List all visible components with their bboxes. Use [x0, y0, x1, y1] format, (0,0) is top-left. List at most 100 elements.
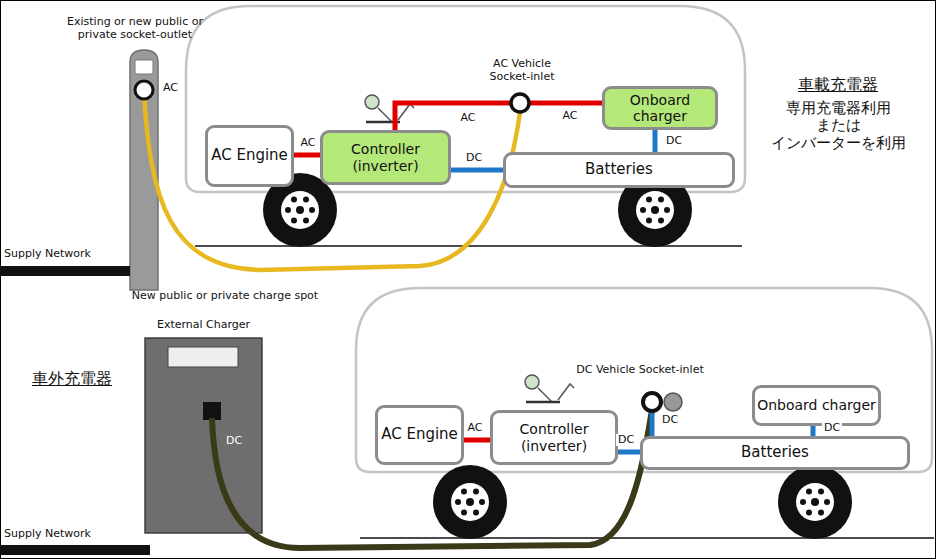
drawing-stroke: [212, 410, 652, 548]
drawing-stroke: [818, 509, 824, 515]
drawing-stroke: [650, 410, 655, 436]
drawing-stroke: [664, 207, 670, 213]
power-wire: [294, 153, 320, 158]
drawing-stroke: [356, 288, 932, 472]
current-type: DC: [662, 414, 678, 427]
drawing-stroke: [309, 207, 315, 213]
component-box: Onboard charger: [752, 385, 881, 426]
drawing-stroke: [365, 95, 414, 122]
drawing-stroke: [291, 217, 297, 223]
component-name: AC Engine: [381, 426, 458, 443]
outlet-caption: Existing or new public or private socket…: [60, 16, 210, 41]
wire-label: DC: [664, 135, 684, 147]
wire-label: DC: [616, 434, 636, 446]
drawing-stroke: [303, 197, 309, 203]
drawing-stroke: [144, 92, 520, 270]
drawing-stroke: [800, 499, 806, 505]
current-type: DC: [226, 435, 242, 448]
drawing-stroke: [640, 207, 646, 213]
component-name: Batteries: [741, 444, 809, 461]
drawing-stroke: [473, 509, 479, 515]
drawing-stroke: [658, 217, 664, 223]
supply-label: Supply Network: [4, 248, 91, 261]
drawing-stroke: [806, 509, 812, 515]
drawing-stroke: [658, 197, 664, 203]
power-wire: [653, 130, 658, 152]
current-type: AC: [163, 82, 178, 95]
drawing-stroke: [479, 499, 485, 505]
power-wire: [451, 168, 503, 173]
drawing-stroke: [461, 489, 467, 495]
drawing-stroke: [778, 465, 852, 539]
component-name: Controller (inverter): [493, 421, 615, 453]
component-box: AC Engine: [205, 125, 294, 187]
section-title: 車外充電器: [32, 370, 112, 388]
section-note: 専用充電器利用 または インバーターを利用: [768, 100, 908, 152]
drawing-stroke: [818, 489, 824, 495]
external-charger: External ChargerDC: [145, 338, 262, 533]
drawing-stroke: [558, 384, 574, 400]
drawing-stroke: [398, 104, 414, 120]
component-box: Controller (inverter): [320, 130, 451, 185]
component-box: Onboard charger: [602, 86, 718, 130]
wire-label: AC: [458, 112, 477, 124]
drawing-stroke: [778, 465, 852, 539]
drawing-stroke: [526, 401, 560, 404]
component-name: AC Engine: [211, 147, 288, 164]
drawing-stroke: [664, 393, 682, 411]
socket-caption: DC Vehicle Socket-inlet: [565, 364, 715, 377]
drawing-stroke: [285, 207, 291, 213]
drawing-stroke: [186, 6, 745, 192]
power-wire: [811, 426, 816, 436]
supply-label: Supply Network: [4, 528, 91, 541]
drawing-stroke: [461, 509, 467, 515]
drawing-stroke: [168, 347, 238, 367]
drawing-stroke: [378, 108, 392, 122]
drawing-stroke: [433, 465, 507, 539]
drawing-stroke: [643, 393, 661, 411]
drawing-stroke: [203, 402, 221, 420]
drawing-stroke: [538, 388, 552, 402]
drawing-stroke: [145, 338, 262, 533]
wire-label: DC: [822, 422, 842, 434]
drawing-stroke: [360, 537, 934, 539]
drawing-stroke: [291, 197, 297, 203]
power-wire: [618, 450, 640, 455]
drawing-stroke: [0, 545, 150, 555]
drawing-stroke: [0, 266, 130, 276]
drawing-stroke: [511, 94, 529, 112]
section-title: 車載充電器: [798, 76, 878, 94]
power-wire: [464, 438, 490, 443]
charger-caption: New public or private charge spot: [115, 290, 335, 303]
wire-label: DC: [464, 152, 484, 164]
drawing-stroke: [824, 499, 830, 505]
drawing-stroke: [806, 489, 812, 495]
wire-label: AC: [298, 137, 317, 149]
drawing-stroke: [135, 81, 153, 99]
drawing-stroke: [135, 60, 153, 74]
component-box: Batteries: [503, 152, 735, 188]
drawing-stroke: [455, 499, 461, 505]
component-box: Controller (inverter): [490, 410, 618, 465]
drawing-stroke: [525, 375, 574, 402]
drawing-stroke: [646, 197, 652, 203]
socket-caption: AC Vehicle Socket-inlet: [472, 58, 572, 83]
drawing-stroke: [303, 217, 309, 223]
component-name: Onboard charger: [605, 92, 715, 124]
current-type: AC: [562, 110, 577, 123]
component-name: Controller (inverter): [323, 141, 448, 173]
drawing-stroke: [473, 489, 479, 495]
charger-heading: External Charger: [157, 319, 250, 332]
drawing-stroke: [365, 95, 379, 109]
component-name: Onboard charger: [757, 397, 876, 413]
drawing-stroke: [525, 375, 539, 389]
component-box: Batteries: [640, 436, 910, 470]
drawing-stroke: [433, 465, 507, 539]
component-name: Batteries: [585, 161, 653, 178]
component-box: AC Engine: [375, 405, 464, 465]
wire-label: AC: [465, 422, 484, 434]
drawing-stroke: [646, 217, 652, 223]
